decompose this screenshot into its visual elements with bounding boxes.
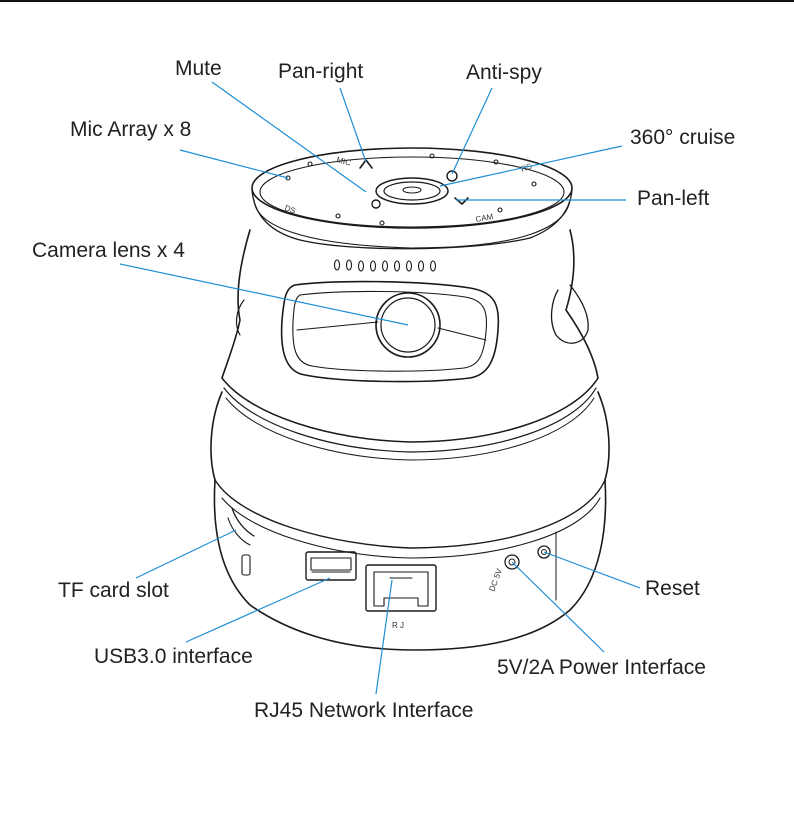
leader-rj45 <box>375 579 393 695</box>
leader-reset <box>543 551 641 589</box>
svg-text:MIC: MIC <box>335 155 352 168</box>
leader-pan-right <box>339 87 367 163</box>
label-mute: Mute <box>175 57 222 80</box>
lower-body <box>210 391 223 481</box>
leader-360-cruise <box>439 145 623 187</box>
rj45-port <box>365 564 437 612</box>
usb-port <box>305 551 357 581</box>
svg-text:DS: DS <box>283 203 297 215</box>
leader-power <box>511 561 605 653</box>
upper-body-left <box>221 229 251 379</box>
leader-camera-lens <box>119 263 409 326</box>
top-cap <box>251 147 573 229</box>
leader-tf-card <box>135 529 237 579</box>
label-360-cruise: 360° cruise <box>630 126 736 149</box>
leader-lines <box>119 81 641 695</box>
tf-slot <box>231 507 255 537</box>
label-power-interface: 5V/2A Power Interface <box>497 656 706 679</box>
upper-body-right <box>565 229 599 379</box>
label-usb-interface: USB3.0 interface <box>94 645 253 668</box>
svg-text:CAM: CAM <box>475 212 494 224</box>
label-pan-left: Pan-left <box>637 187 710 210</box>
label-pan-right: Pan-right <box>278 60 364 83</box>
label-tf-card-slot: TF card slot <box>58 579 169 602</box>
leader-mic-array <box>179 149 289 179</box>
power-port <box>504 554 520 570</box>
led-row <box>333 259 437 272</box>
svg-text:R J: R J <box>392 621 404 630</box>
label-camera-lens: Camera lens x 4 <box>32 239 185 262</box>
leader-anti-spy <box>451 87 493 175</box>
label-anti-spy: Anti-spy <box>466 61 542 84</box>
leader-usb <box>185 577 331 643</box>
reset-hole <box>537 545 551 559</box>
label-reset: Reset <box>645 577 700 600</box>
base-body <box>213 479 607 651</box>
svg-text:DC 5V: DC 5V <box>487 567 504 593</box>
svg-text:RS: RS <box>520 162 534 174</box>
lens-ring <box>375 292 441 358</box>
lens-window <box>280 280 500 383</box>
waist-band <box>221 377 599 443</box>
leader-mute <box>211 81 367 193</box>
label-rj45-interface: RJ45 Network Interface <box>254 699 474 722</box>
top-divider-line <box>0 0 794 2</box>
center-button <box>375 177 449 205</box>
base-rim <box>214 479 606 549</box>
device-outline: MIC DS RS CAM R J DC 5V <box>210 147 610 651</box>
label-mic-array: Mic Array x 8 <box>70 118 192 141</box>
mic-dots <box>285 153 537 226</box>
